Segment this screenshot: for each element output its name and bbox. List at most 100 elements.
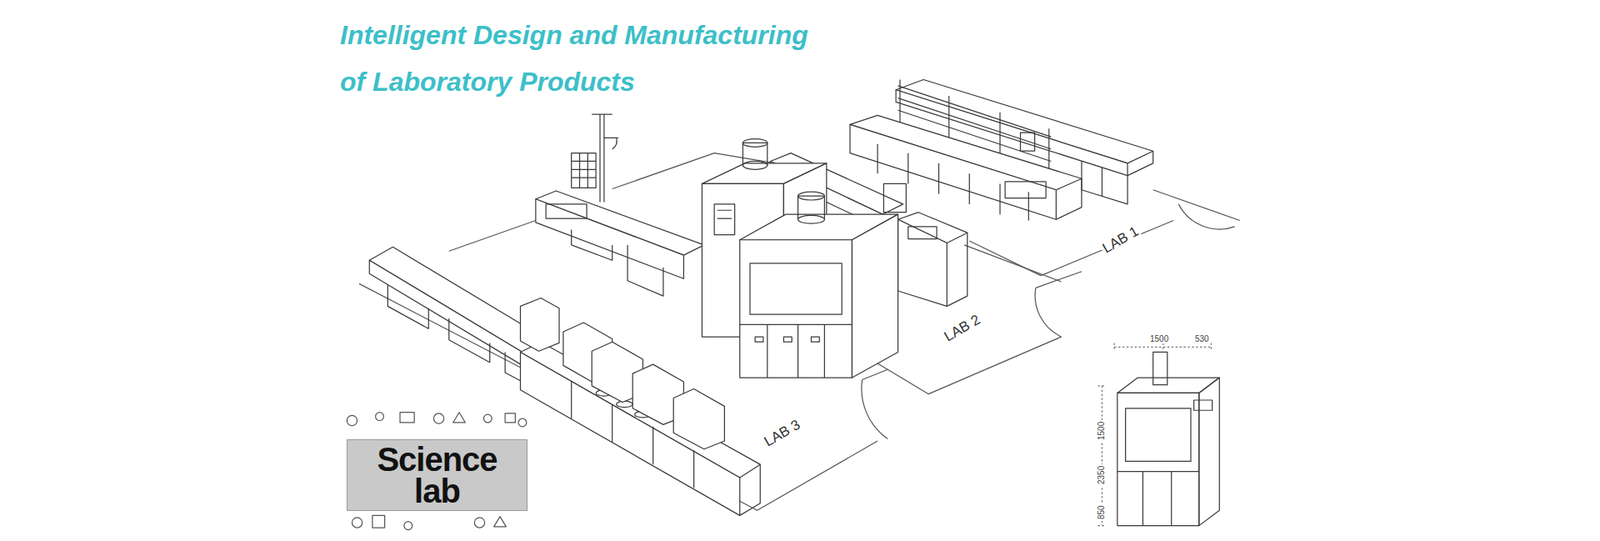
drawing-stroke — [861, 380, 888, 440]
drawing-stroke — [938, 163, 940, 195]
drawing-stroke — [798, 215, 825, 224]
drawing-stroke — [742, 160, 767, 170]
drawing-stroke — [535, 199, 685, 280]
dimension-label: 1500 — [1096, 420, 1106, 442]
drawing-stroke — [1127, 150, 1154, 175]
dimension-label: 1500 — [1148, 334, 1170, 344]
dimension-label: 850 — [1096, 503, 1106, 521]
drawing-stroke — [571, 153, 596, 189]
drawing-stroke — [494, 516, 507, 527]
drawing-stroke — [1178, 204, 1235, 230]
drawing-stroke — [899, 80, 900, 123]
drawing-stroke — [948, 95, 950, 139]
drawing-stroke — [351, 517, 362, 528]
drawing-stroke — [851, 214, 898, 378]
drawing-stroke — [433, 413, 444, 424]
drawing-stroke — [520, 298, 560, 352]
drawing-stroke — [627, 245, 664, 296]
drawing-stroke — [591, 114, 612, 115]
drawing-stroke — [1194, 400, 1213, 410]
drawing-stroke — [505, 351, 520, 380]
drawing-stroke — [1117, 392, 1200, 525]
drawing-stroke — [604, 137, 619, 149]
drawing-stroke — [571, 153, 596, 189]
drawing-stroke — [740, 464, 760, 515]
drawing-stroke — [946, 232, 967, 306]
drawing-stroke — [369, 260, 523, 365]
drawing-stroke — [898, 219, 948, 306]
drawing-stroke — [1101, 167, 1103, 196]
sink-bench — [535, 114, 705, 296]
drawing-stroke — [369, 246, 546, 352]
drawing-stroke — [1117, 471, 1200, 526]
drawing-stroke — [1035, 287, 1061, 337]
drawing-stroke — [449, 220, 536, 251]
drawing-stroke — [474, 517, 485, 528]
drawing-stroke — [616, 400, 634, 407]
drawing-stroke — [714, 204, 735, 235]
drawing-stroke — [883, 183, 906, 212]
drawing-stroke — [1028, 191, 1030, 220]
drawing-stroke — [742, 139, 767, 148]
page-title: Intelligent Design and Manufacturing of … — [340, 11, 825, 105]
drawing-stroke — [1005, 181, 1046, 199]
drawing-stroke — [1081, 160, 1128, 204]
drawing-stroke — [877, 336, 1061, 395]
drawing-stroke — [673, 389, 725, 450]
drawing-stroke — [876, 144, 878, 175]
drawing-stroke — [1035, 271, 1082, 289]
drawing-stroke — [400, 412, 415, 423]
drawing-stroke — [505, 413, 515, 423]
drawing-stroke — [372, 515, 385, 528]
drawing-stroke — [346, 80, 1240, 530]
room-label: LAB 1 — [1098, 222, 1144, 258]
drawing-stroke — [740, 240, 853, 378]
drawing-stroke — [969, 240, 1041, 276]
drawing-stroke — [862, 369, 889, 380]
drawing-stroke — [518, 418, 527, 427]
drawing-stroke — [1048, 128, 1050, 171]
logo-badge: Science lab — [346, 439, 528, 511]
drawing-stroke — [783, 336, 792, 342]
drawing-stroke — [1040, 220, 1174, 275]
floor-plan — [359, 153, 1240, 511]
drawing-stroke — [599, 114, 600, 202]
drawing-stroke — [898, 212, 968, 244]
drawing-stroke — [798, 195, 825, 220]
cabinet-run — [520, 298, 760, 516]
room-label: LAB 2 — [940, 310, 985, 346]
drawing-stroke — [717, 210, 732, 219]
drawing-stroke — [1125, 408, 1191, 462]
drawing-stroke — [545, 204, 587, 219]
drawing-stroke — [908, 226, 937, 240]
side-bench — [369, 246, 546, 380]
drawing-stroke — [755, 336, 764, 342]
drawing-stroke — [1020, 132, 1035, 151]
dimension-label: 530 — [1193, 334, 1211, 344]
drawing-stroke — [999, 183, 1000, 215]
drawing-stroke — [375, 412, 385, 421]
drawing-stroke — [964, 245, 1061, 282]
room-label: LAB 3 — [760, 415, 805, 451]
drawing-stroke — [1153, 190, 1240, 221]
drawing-stroke — [1055, 178, 1082, 220]
drawing-stroke — [810, 336, 820, 342]
drawing-stroke — [603, 114, 605, 202]
drawing-stroke — [387, 285, 429, 330]
drawing-stroke — [969, 173, 970, 205]
drawing-stroke — [571, 230, 613, 261]
fume-hood — [701, 139, 898, 379]
drawing-stroke — [1153, 351, 1168, 385]
drawing-stroke — [798, 191, 825, 200]
drawing-stroke — [346, 415, 357, 425]
drawing-stroke — [750, 263, 842, 315]
drawing-stroke — [404, 521, 413, 530]
drawing-stroke — [740, 324, 853, 378]
dimension-label: 2350 — [1096, 464, 1106, 486]
drawing-stroke — [453, 412, 466, 423]
hood-elevation — [1098, 342, 1220, 525]
drawing-stroke — [1117, 377, 1220, 393]
logo-text: Science lab — [364, 443, 510, 507]
drawing-stroke — [907, 153, 909, 185]
